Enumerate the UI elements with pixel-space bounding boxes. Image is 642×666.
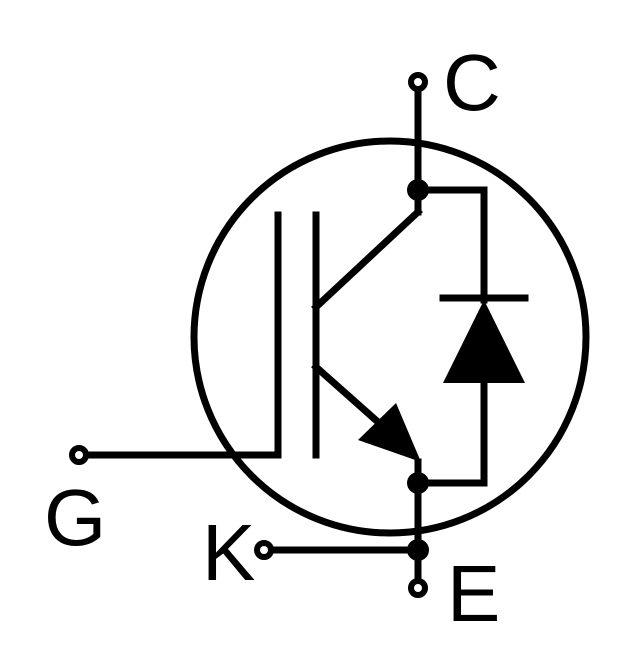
emitter-arrow-icon [358, 403, 421, 462]
terminal-emitter [408, 578, 428, 598]
label-collector: C [443, 38, 501, 127]
collector-diode-wire [414, 186, 488, 304]
junction-dot-kelvin [407, 539, 429, 561]
terminal-collector [408, 72, 428, 92]
diode-triangle-icon [443, 300, 525, 383]
emitter-diode-wire [414, 379, 488, 487]
terminal-gate [69, 445, 89, 465]
junction-dot-collector [407, 179, 429, 201]
device-outline-circle [190, 137, 590, 537]
label-kelvin: K [202, 508, 255, 597]
label-emitter: E [447, 549, 500, 638]
emitter-diagonal [311, 362, 383, 427]
collector-diagonal [311, 207, 423, 312]
terminal-kelvin [254, 540, 274, 560]
gate-plate-and-lead [82, 211, 282, 459]
junction-dot-emitter [407, 472, 429, 494]
label-gate: G [44, 473, 106, 562]
